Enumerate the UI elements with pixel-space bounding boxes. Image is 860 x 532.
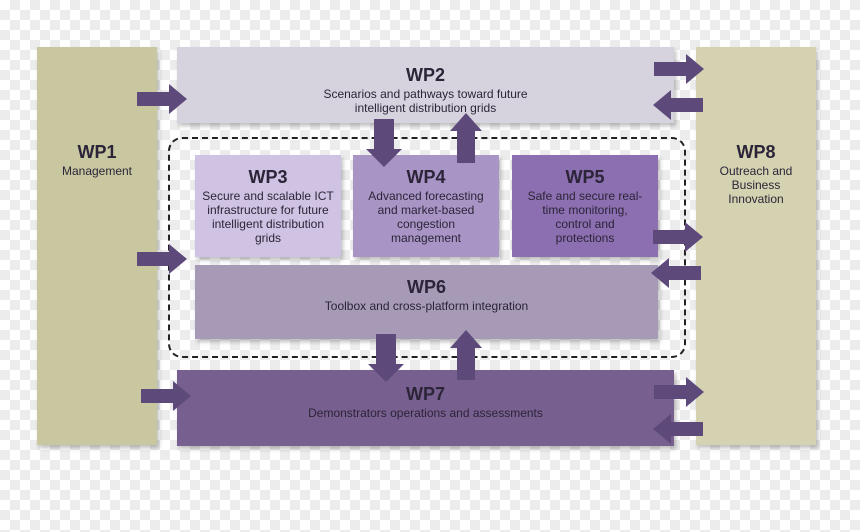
wp2-desc: Scenarios and pathways toward future int… (323, 87, 528, 115)
wp7-box: WP7 Demonstrators operations and assessm… (177, 370, 674, 446)
wp1-desc: Management (61, 164, 133, 178)
wp5-desc: Safe and secure real-time monitoring, co… (527, 189, 643, 245)
wp3-desc: Secure and scalable ICT infrastructure f… (202, 189, 334, 245)
wp6-box: WP6 Toolbox and cross-platform integrati… (195, 265, 658, 339)
wp8-title: WP8 (736, 142, 776, 162)
arrow-wp1-to-wp7-icon (141, 381, 191, 411)
wp6-desc: Toolbox and cross-platform integration (324, 299, 529, 313)
arrow-wp8-to-wp2-icon (653, 90, 703, 120)
wp6-title: WP6 (406, 277, 446, 297)
wp4-desc: Advanced forecasting and market-based co… (368, 189, 484, 245)
wp2-box: WP2 Scenarios and pathways toward future… (177, 47, 674, 123)
arrow-wp7-to-wp8-icon (654, 377, 704, 407)
arrow-wp8-to-group-icon (651, 258, 701, 288)
arrow-wp1-to-wp2-icon (137, 84, 187, 114)
wp2-title: WP2 (405, 65, 445, 85)
arrow-wp7-to-wp6-icon (450, 330, 482, 380)
wp8-desc: Outreach and Business Innovation (719, 164, 793, 206)
wp7-title: WP7 (405, 384, 445, 404)
wp4-box: WP4 Advanced forecasting and market-base… (353, 155, 499, 257)
wp1-title: WP1 (77, 142, 117, 162)
arrow-wp2-to-wp8-icon (654, 54, 704, 84)
arrow-group-to-wp8-icon (653, 222, 703, 252)
arrow-wp4-to-wp2-icon (450, 113, 482, 163)
wp3-box: WP3 Secure and scalable ICT infrastructu… (195, 155, 341, 257)
wp7-desc: Demonstrators operations and assessments (308, 406, 543, 420)
wp1-box: WP1 Management (37, 47, 157, 445)
wp5-box: WP5 Safe and secure real-time monitoring… (512, 155, 658, 257)
arrow-wp2-to-wp4-icon (366, 119, 402, 167)
arrow-wp6-to-wp7-icon (368, 334, 404, 382)
wp8-box: WP8 Outreach and Business Innovation (696, 47, 816, 445)
wp3-title: WP3 (248, 167, 288, 187)
arrow-wp1-to-group-icon (137, 244, 187, 274)
arrow-wp8-to-wp7-icon (653, 414, 703, 444)
wp4-title: WP4 (406, 167, 446, 187)
wp5-title: WP5 (565, 167, 605, 187)
